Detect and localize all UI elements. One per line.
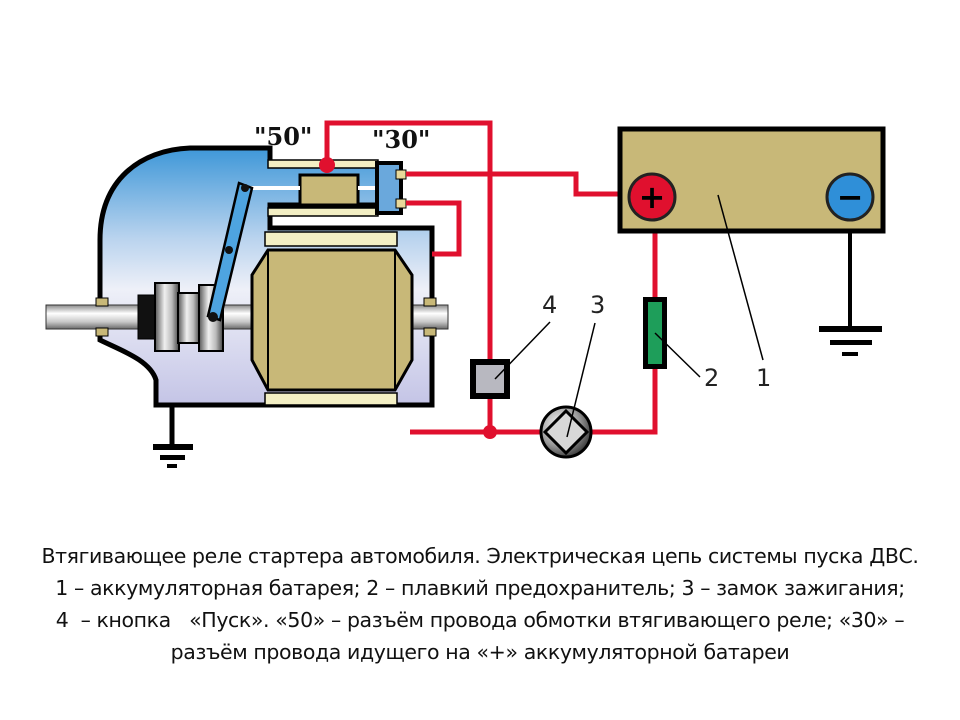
terminal-30-contact [395,169,407,180]
leader-2 [654,332,701,378]
callout-3: 3 [590,291,605,319]
solenoid-core [298,173,360,207]
start-button [470,359,510,399]
starter-motor [45,145,449,468]
caption-line-1: Втягивающее реле стартера автомобиля. Эл… [41,544,919,568]
solenoid-bottom-strip [267,207,379,217]
callout-2: 2 [704,364,719,392]
caption-line-3: 4 – кнопка «Пуск». «50» – разъём провода… [55,608,905,632]
wire-terminal-30 [406,171,625,197]
leader-4 [494,321,551,380]
caption-line-2: 1 – аккумуляторная батарея; 2 – плавкий … [55,576,905,600]
callout-4: 4 [542,291,557,319]
minus-icon: − [837,178,864,216]
battery-plus-terminal [627,172,677,222]
plus-icon: + [639,178,666,216]
wire-switch-to-fuse [590,368,658,435]
leader-lines [494,194,764,438]
clutch-body [177,292,201,344]
ignition-switch [539,405,593,459]
battery: + − [617,126,886,234]
terminal-30-label: "30" [372,125,430,154]
field-winding-bottom [264,392,398,406]
caption-line-4: разъём провода идущего на «+» аккумулято… [170,640,790,664]
clutch-flange [154,282,180,352]
battery-ground-icon [819,231,882,356]
junction-bottom [483,425,497,439]
junction-terminal-50 [319,157,335,173]
wire-terminal-50 [324,120,493,360]
leader-3 [566,322,596,438]
figure-caption: Втягивающее реле стартера автомобиля. Эл… [0,540,960,668]
armature [250,248,414,392]
terminal-50-contact [395,198,407,209]
starter-ground-icon [153,405,193,468]
field-winding-top [264,231,398,247]
battery-minus-terminal [825,172,875,222]
callout-1: 1 [756,364,771,392]
terminal-50-label: "50" [254,122,312,151]
wire-solenoid-to-motor [406,200,462,257]
leader-1 [717,194,764,361]
starter-circuit-diagram: + − "50" "30" 1 2 3 4 [45,120,886,468]
